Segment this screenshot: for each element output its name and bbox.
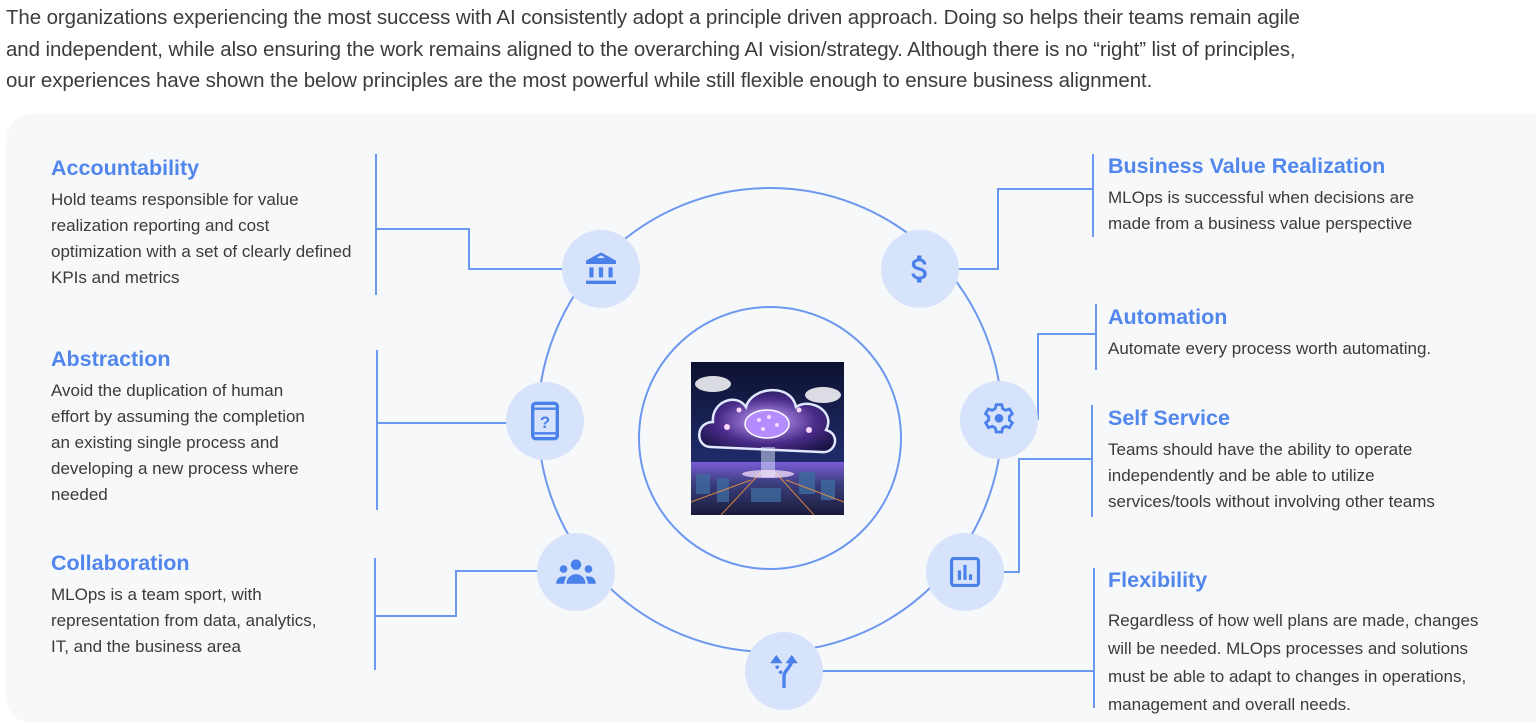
principle-desc-line: optimization with a set of clearly defin… <box>51 242 352 261</box>
dollar-icon <box>911 255 927 283</box>
principle-desc-line: realization reporting and cost <box>51 216 270 235</box>
principle-desc-line: management and overall needs. <box>1108 695 1351 714</box>
gear-icon <box>983 403 1015 434</box>
principle-automation: Automation Automate every process worth … <box>1108 304 1528 362</box>
intro-paragraph: The organizations experiencing the most … <box>6 2 1534 97</box>
intro-line: our experiences have shown the below pri… <box>6 69 1153 92</box>
principle-desc-line: KPIs and metrics <box>51 268 180 287</box>
node-automation <box>960 381 1038 459</box>
principle-desc-line: representation from data, analytics, <box>51 611 317 630</box>
intro-line: and independent, while also ensuring the… <box>6 37 1296 61</box>
principle-flexibility: Flexibility Regardless of how well plans… <box>1108 567 1536 719</box>
bank-icon <box>586 252 616 284</box>
principle-desc-line: Regardless of how well plans are made, c… <box>1108 611 1479 630</box>
bar-chart-icon <box>949 556 981 588</box>
intro-line: The organizations experiencing the most … <box>6 6 1300 29</box>
principle-desc-line: IT, and the business area <box>51 637 241 656</box>
principle-collaboration: Collaboration MLOps is a team sport, wit… <box>51 550 371 660</box>
principle-abstraction: Abstraction Avoid the duplication of hum… <box>51 346 371 508</box>
principle-accountability: Accountability Hold teams responsible fo… <box>51 155 411 291</box>
principle-desc-line: Automate every process worth automating. <box>1108 339 1432 358</box>
node-collaboration <box>537 533 615 611</box>
principle-title: Abstraction <box>51 347 171 371</box>
principle-desc-line: MLOps is a team sport, with <box>51 585 262 604</box>
node-flexibility <box>745 632 823 710</box>
principle-desc-line: Hold teams responsible for value <box>51 190 299 209</box>
principle-self-service: Self Service Teams should have the abili… <box>1108 405 1528 515</box>
principle-desc-line: must be able to adapt to changes in oper… <box>1108 667 1467 686</box>
fork-arrows-icon <box>770 654 798 688</box>
ai-cloud-illustration <box>691 362 844 515</box>
principle-title: Self Service <box>1108 406 1230 430</box>
principle-business-value-realization: Business Value Realization MLOps is succ… <box>1108 153 1528 237</box>
principle-desc-line: developing a new process where <box>51 459 299 478</box>
center-image <box>691 362 844 515</box>
principle-desc-line: services/tools without involving other t… <box>1108 492 1435 511</box>
principle-desc-line: Avoid the duplication of human <box>51 381 284 400</box>
principle-desc-line: Teams should have the ability to operate <box>1108 440 1413 459</box>
inner-ring <box>638 306 902 570</box>
principle-desc-line: made from a business value perspective <box>1108 214 1413 233</box>
node-self-service <box>926 533 1004 611</box>
node-business-value <box>881 230 959 308</box>
node-accountability <box>562 230 640 308</box>
phone-question-icon: ? <box>531 401 559 441</box>
principle-title: Accountability <box>51 156 200 180</box>
node-abstraction: ? <box>506 382 584 460</box>
groups-icon <box>556 559 596 584</box>
principle-title: Business Value Realization <box>1108 154 1386 178</box>
principle-desc-line: MLOps is successful when decisions are <box>1108 188 1415 207</box>
principle-desc-line: effort by assuming the completion <box>51 407 305 426</box>
principle-title: Flexibility <box>1108 568 1208 592</box>
principle-title: Collaboration <box>51 551 190 575</box>
principle-title: Automation <box>1108 305 1228 329</box>
principle-desc-line: an existing single process and <box>51 433 279 452</box>
principle-desc-line: independently and be able to utilize <box>1108 466 1375 485</box>
principle-desc-line: will be needed. MLOps processes and solu… <box>1108 639 1469 658</box>
principle-desc-line: needed <box>51 485 108 504</box>
svg-text:?: ? <box>540 413 550 432</box>
